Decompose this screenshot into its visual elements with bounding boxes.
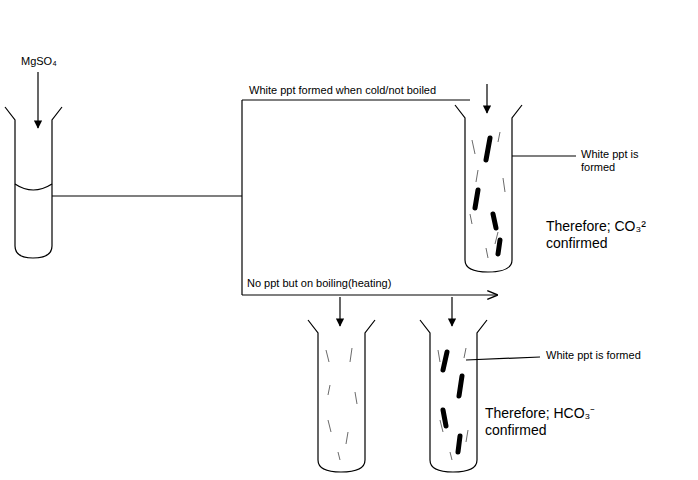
liquid-surface [15, 184, 52, 190]
branch-label: No ppt but on boiling(heating) [246, 277, 392, 290]
flow-line [52, 195, 242, 196]
observation-label: White ppt is formed [580, 148, 668, 174]
conclusion-label: Therefore; CO₃² confirmed [545, 218, 665, 252]
leader-line [512, 155, 576, 156]
add-arrow [451, 297, 452, 326]
test-tube [308, 320, 375, 472]
flow-line [241, 100, 242, 295]
observation-label: White ppt is formed [545, 349, 642, 362]
test-tube [420, 320, 487, 472]
flow-line [242, 99, 470, 100]
branch-label: White ppt formed when cold/not boiled [248, 84, 437, 97]
leader-line [466, 357, 540, 360]
conclusion-label: Therefore; HCO₃⁻ confirmed [484, 405, 626, 439]
add-arrow [339, 297, 340, 326]
test-tube [5, 107, 62, 258]
flow-line [242, 294, 497, 295]
add-arrow [486, 84, 487, 113]
liquid-streaks [326, 132, 505, 460]
test-tube [455, 105, 522, 272]
reagent-label: MgSO₄ [20, 55, 58, 68]
add-arrow [37, 72, 38, 128]
